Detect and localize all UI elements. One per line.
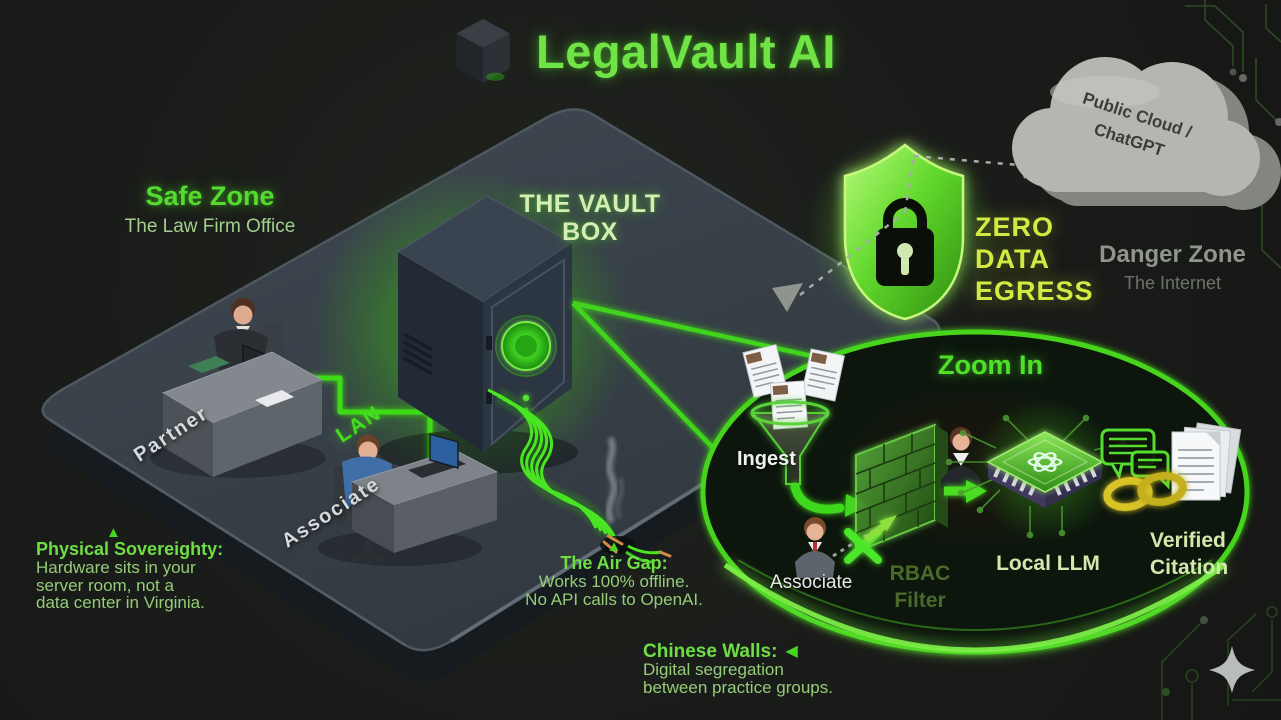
air-gap-note: ▲ The Air Gap: Works 100% offline. No AP… xyxy=(494,538,734,608)
vault-dial-icon xyxy=(495,315,557,413)
app-header: LegalVault AI xyxy=(450,14,836,88)
air-gap-title: The Air Gap: xyxy=(560,553,668,573)
local-llm-label: Local LLM xyxy=(996,552,1100,575)
citation-docs-icon xyxy=(1171,422,1242,501)
partner-desk xyxy=(150,298,326,478)
ingest-label: Ingest xyxy=(737,448,796,470)
page-title: LegalVault AI xyxy=(536,24,836,78)
safe-zone-title: Safe Zone xyxy=(145,181,275,211)
sovereignty-title: Physical Sovereighty: xyxy=(36,539,224,559)
zoom-cone xyxy=(571,300,831,452)
safe-zone-subtitle: The Law Firm Office xyxy=(124,216,296,237)
circuit-pattern-bottom-right xyxy=(1161,606,1281,720)
danger-zone-subtitle: The Internet xyxy=(1123,273,1222,293)
laptop-icon xyxy=(408,433,466,478)
smoke-icon xyxy=(605,436,617,524)
verified-citation-label: Verified Citation xyxy=(1150,529,1229,579)
shield-lock-icon xyxy=(807,134,999,326)
chinese-walls-note: Chinese Walls: ◀ Digital segregation bet… xyxy=(643,640,833,697)
openai-logo-icon xyxy=(1027,452,1063,472)
rbac-filter-label: RBAC Filter xyxy=(889,562,951,612)
associate-desk xyxy=(318,433,499,566)
associate-figure-zoom xyxy=(795,515,897,578)
zoom-associate-label: Associate xyxy=(770,572,853,593)
pointer-up-icon: ▲ xyxy=(106,524,121,541)
cloud-icon xyxy=(1012,57,1281,210)
vault-box-label: THE VAULT BOX xyxy=(519,190,661,246)
zoom-in-title: Zoom In xyxy=(938,350,1043,380)
book-icon xyxy=(188,356,230,373)
ingest-funnel-icon xyxy=(742,343,868,517)
safe-zone-label: Safe Zone The Law Firm Office xyxy=(85,181,335,238)
zero-data-egress-label: ZERO DATA EGRESS xyxy=(975,212,1094,306)
sovereignty-note: ▲ Physical Sovereighty: Hardware sits in… xyxy=(36,524,251,612)
paper-icon xyxy=(255,390,294,407)
danger-zone-label: Danger Zone The Internet xyxy=(1085,241,1260,294)
chain-link-icon xyxy=(1090,472,1187,511)
document-icon xyxy=(742,343,846,430)
pointer-left-icon: ◀ xyxy=(785,643,798,660)
pointer-up-icon: ▲ xyxy=(606,538,622,555)
vault-cube-icon xyxy=(456,19,510,83)
chinese-walls-title: Chinese Walls: xyxy=(643,640,778,662)
rbac-wall-icon xyxy=(855,423,948,554)
danger-zone-title: Danger Zone xyxy=(1099,241,1246,268)
air-gap-cable xyxy=(487,388,672,564)
sparkle-icon xyxy=(1209,646,1255,693)
bypass-arrow xyxy=(863,515,897,543)
